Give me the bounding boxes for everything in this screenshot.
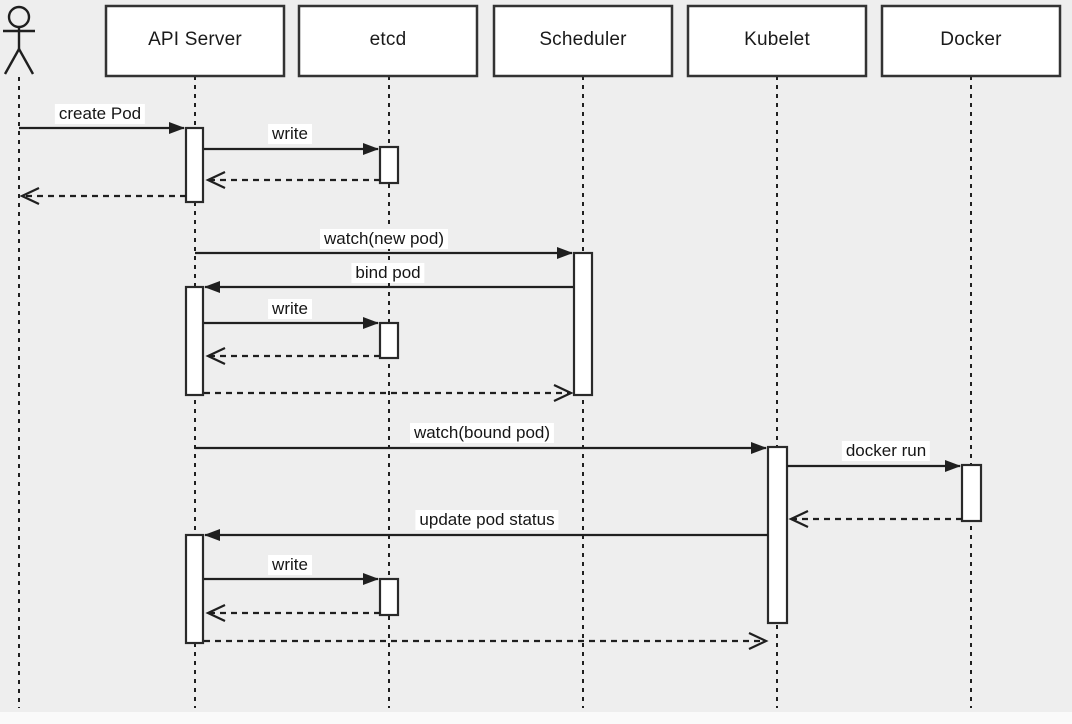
participant-box-docker bbox=[880, 4, 1062, 78]
message-label-write-3: write bbox=[268, 555, 312, 575]
participant-label-kubelet: Kubelet bbox=[744, 29, 810, 50]
activation-scheduler-1 bbox=[572, 251, 594, 397]
participant-label-api-server: API Server bbox=[148, 29, 242, 50]
message-label-create-pod: create Pod bbox=[54, 104, 146, 124]
message-label-docker-run: docker run bbox=[841, 441, 931, 461]
actor-stick-figure-icon bbox=[3, 5, 35, 75]
activation-etcd-2 bbox=[378, 321, 400, 360]
activation-api-server-1 bbox=[184, 126, 205, 204]
participant-label-etcd: etcd bbox=[369, 29, 407, 50]
participant-box-api-server bbox=[104, 4, 286, 78]
participant-label-docker: Docker bbox=[940, 29, 1002, 50]
message-label-bind-pod: bind pod bbox=[351, 263, 425, 283]
activation-docker-1 bbox=[960, 463, 983, 523]
message-label-write-1: write bbox=[268, 124, 312, 144]
activation-etcd-3 bbox=[378, 577, 400, 617]
message-label-watch-new-pod: watch(new pod) bbox=[319, 229, 449, 249]
participant-label-scheduler: Scheduler bbox=[539, 29, 627, 50]
activation-etcd-1 bbox=[378, 145, 400, 185]
participant-box-kubelet bbox=[686, 4, 868, 78]
activation-api-server-2 bbox=[184, 285, 205, 397]
activation-api-server-3 bbox=[184, 533, 205, 645]
message-label-write-2: write bbox=[268, 299, 312, 319]
activation-kubelet-1 bbox=[766, 445, 789, 625]
page-bottom-margin bbox=[0, 712, 1072, 724]
participant-box-etcd bbox=[297, 4, 479, 78]
message-label-watch-bound-pod: watch(bound pod) bbox=[409, 423, 555, 443]
message-label-update-pod-status: update pod status bbox=[415, 510, 559, 530]
participant-box-scheduler bbox=[492, 4, 674, 78]
